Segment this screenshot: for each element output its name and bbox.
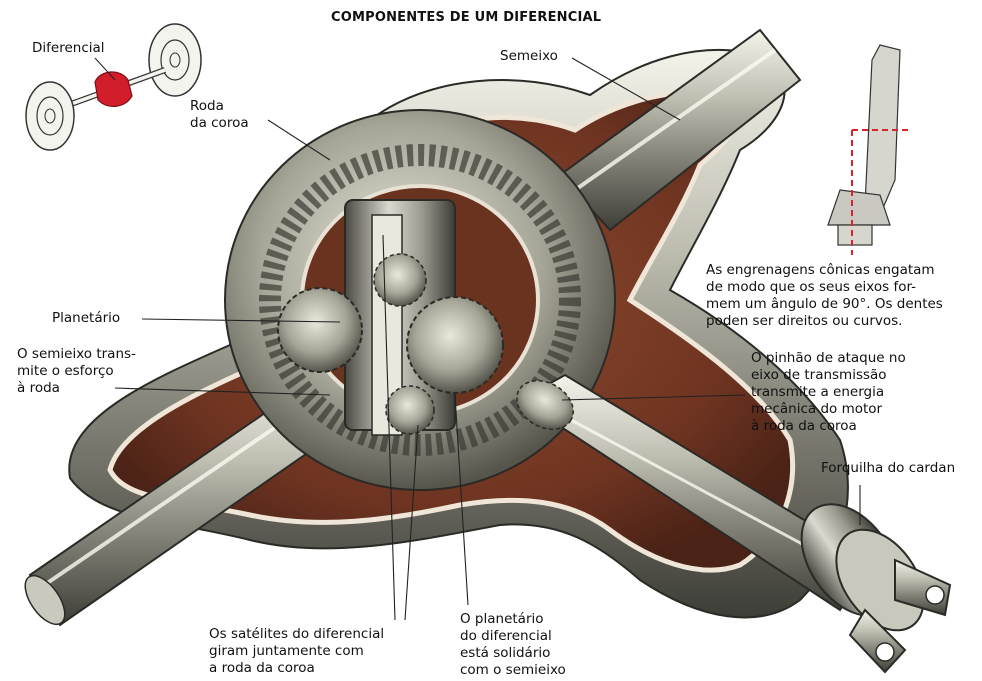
label-satelites: Os satélites do diferencial giram juntam…: [209, 626, 384, 677]
label-roda-da-coroa: Roda da coroa: [190, 98, 249, 132]
diagram-title: COMPONENTES DE UM DIFERENCIAL: [331, 10, 601, 25]
label-semieixo-transmite: O semieixo trans- mite o esforço à roda: [17, 346, 136, 397]
label-forquilha-do-cardan: Forquilha do cardan: [821, 460, 955, 477]
label-diferencial: Diferencial: [32, 40, 105, 57]
label-semeixo: Semeixo: [500, 48, 558, 65]
label-engrenagens-conicas: As engrenagens cônicas engatam de modo q…: [706, 262, 943, 330]
label-planetario: Planetário: [52, 310, 120, 327]
label-planetario-solidario: O planetário do diferencial está solidár…: [460, 611, 566, 679]
inset-bevel-gear-diagram: [828, 45, 912, 255]
label-pinhao-de-ataque: O pinhão de ataque no eixo de transmissã…: [751, 350, 906, 435]
